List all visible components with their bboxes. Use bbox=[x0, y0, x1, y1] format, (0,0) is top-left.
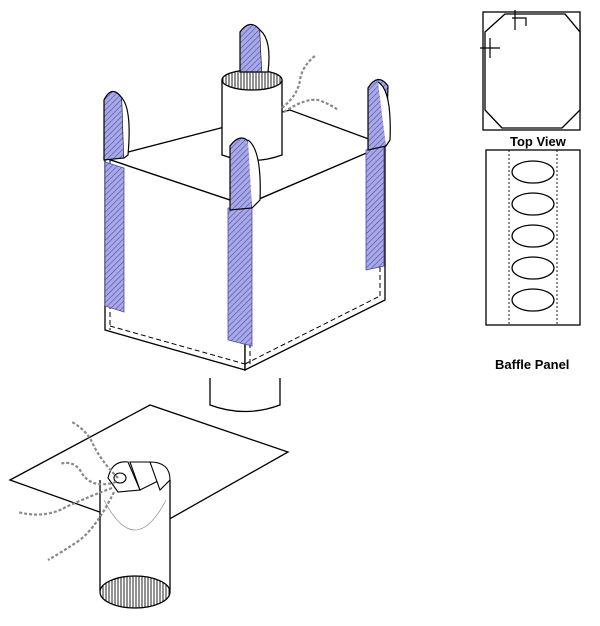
baffle-panel-drawing bbox=[485, 149, 581, 326]
detail-tie-cord bbox=[17, 421, 119, 561]
loop-back-right bbox=[367, 78, 391, 151]
baffle-panel-seams bbox=[508, 150, 558, 325]
baffle-opening bbox=[511, 256, 555, 280]
baffle-panel-openings bbox=[511, 160, 555, 312]
baffle-opening bbox=[511, 288, 555, 312]
discharge-spout bbox=[209, 378, 281, 413]
top-view-marker bbox=[480, 10, 527, 58]
detail-spout bbox=[99, 480, 171, 609]
baffle-panel-frame bbox=[485, 149, 581, 326]
baffle-opening bbox=[511, 160, 555, 184]
loop-back-center bbox=[239, 23, 270, 73]
top-view-drawing bbox=[480, 10, 581, 131]
baffle-opening bbox=[511, 224, 555, 248]
discharge-detail bbox=[8, 404, 290, 609]
loop-back-left bbox=[103, 90, 130, 161]
top-view-octagon bbox=[484, 13, 581, 129]
strap-back-left bbox=[104, 161, 125, 313]
strap-front bbox=[227, 207, 253, 347]
baffle-panel-label: Baffle Panel bbox=[495, 357, 570, 372]
top-view-baffle-corners bbox=[484, 13, 581, 129]
loop-front bbox=[229, 137, 261, 211]
baffle-opening bbox=[511, 192, 555, 216]
lifting-loops bbox=[103, 23, 391, 211]
strap-back-right bbox=[365, 145, 385, 271]
spout-closure-flaps bbox=[107, 461, 171, 493]
top-view-label: Top View bbox=[510, 134, 566, 149]
spout-tie-cord bbox=[281, 54, 339, 113]
